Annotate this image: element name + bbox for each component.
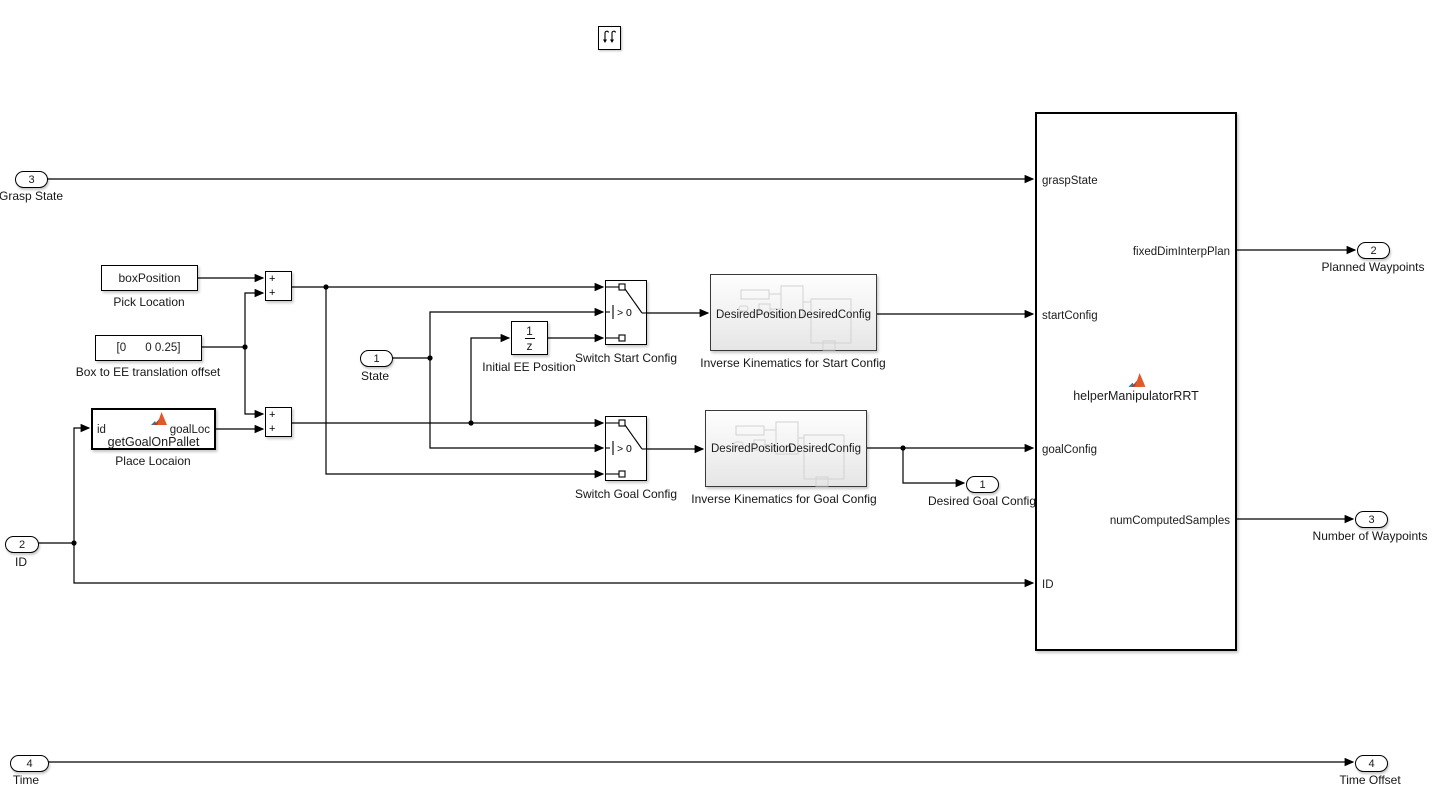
- sum-plus-sign: +: [269, 409, 276, 421]
- pick-location-value: boxPosition: [118, 271, 181, 285]
- get-goal-function-name: getGoalOnPallet: [107, 435, 200, 449]
- outport-time-offset-label: Time Offset: [1339, 773, 1401, 787]
- wire-state-up: [429, 307, 605, 358]
- ik-goal-config-block[interactable]: DesiredPosition DesiredConfig: [705, 410, 867, 487]
- inport-id[interactable]: 2: [5, 536, 39, 553]
- outport-desired-goal-config[interactable]: 1: [966, 476, 999, 493]
- function-call-icon: [603, 30, 617, 43]
- helper-manipulator-rrt-block[interactable]: graspState startConfig goalConfig ID fix…: [1035, 112, 1237, 651]
- inport-id-label: ID: [15, 555, 27, 569]
- pick-location-block[interactable]: boxPosition: [101, 265, 198, 291]
- junction-dot: [71, 540, 77, 546]
- ik-start-in-port: DesiredPosition: [716, 309, 797, 321]
- planner-port-graspState: graspState: [1042, 175, 1098, 187]
- sum-plus-sign: +: [269, 423, 276, 435]
- unit-delay-numerator: 1: [526, 323, 533, 338]
- event-trigger-block[interactable]: [598, 26, 621, 50]
- sum-start-block[interactable]: + +: [265, 271, 292, 301]
- switch-start-config-label: Switch Start Config: [574, 351, 678, 365]
- junction-dot: [242, 344, 248, 350]
- fraction-bar: [524, 337, 535, 339]
- sum-plus-sign: +: [269, 287, 276, 299]
- get-goal-on-pallet-block[interactable]: id goalLoc getGoalOnPallet: [91, 408, 216, 450]
- inport-time-num: 4: [26, 757, 33, 770]
- wire-id-up: [73, 423, 91, 543]
- switch-glyph: > 0: [606, 283, 646, 342]
- outport-planned-waypoints-label: Planned Waypoints: [1321, 260, 1425, 274]
- ik-start-out-port: DesiredConfig: [798, 309, 871, 321]
- ik-start-config-block[interactable]: DesiredPosition DesiredConfig: [710, 274, 877, 351]
- wire-offset-to-sum2: [244, 347, 265, 419]
- switch-goal-config-label: Switch Goal Config: [574, 487, 678, 501]
- ik-start-config-label: Inverse Kinematics for Start Config: [700, 356, 886, 370]
- outport-planned-waypoints-num: 2: [1370, 244, 1377, 257]
- switch-start-config-block[interactable]: > 0: [605, 280, 647, 345]
- inport-state-num: 1: [373, 352, 380, 365]
- outport-number-of-waypoints-label: Number of Waypoints: [1312, 529, 1428, 543]
- unit-delay-fraction: 1 z: [524, 323, 535, 353]
- outport-desired-goal-config-label: Desired Goal Config: [927, 494, 1037, 508]
- wire-sum1-to-switchgoal: [325, 287, 605, 479]
- sum-goal-block[interactable]: + +: [265, 407, 292, 437]
- wire-state-down: [429, 358, 605, 453]
- inport-time-label: Time: [12, 773, 40, 787]
- box-offset-label: Box to EE translation offset: [75, 365, 221, 379]
- inport-grasp-state[interactable]: 3: [15, 171, 48, 188]
- get-goal-out-port: goalLoc: [169, 424, 210, 436]
- outport-number-of-waypoints-num: 3: [1368, 513, 1375, 526]
- planner-port-fixedDimInterpPlan: fixedDimInterpPlan: [1132, 246, 1230, 258]
- junction-dot: [900, 445, 906, 451]
- get-goal-label: Place Locaion: [115, 454, 191, 468]
- matlab-logo-icon: [1128, 373, 1146, 387]
- wire-sum2-to-delay: [470, 333, 511, 423]
- switch-glyph: > 0: [606, 419, 646, 478]
- inport-grasp-state-label: Grasp State: [0, 189, 64, 203]
- ik-goal-config-label: Inverse Kinematics for Goal Config: [691, 492, 877, 506]
- ik-goal-out-port: DesiredConfig: [788, 443, 861, 455]
- inport-state[interactable]: 1: [360, 350, 393, 367]
- planner-port-ID: ID: [1042, 579, 1054, 591]
- sum-plus-sign: +: [269, 273, 276, 285]
- wire-offset-to-sum1: [202, 288, 265, 348]
- unit-delay-block[interactable]: 1 z: [511, 321, 548, 355]
- pick-location-label: Pick Location: [113, 295, 185, 309]
- outport-number-of-waypoints[interactable]: 3: [1355, 511, 1388, 528]
- inport-id-num: 2: [18, 538, 26, 551]
- box-offset-value: [0 0 0.25]: [116, 342, 181, 354]
- outport-planned-waypoints[interactable]: 2: [1357, 242, 1390, 259]
- wire-id-down: [73, 543, 1035, 588]
- matlab-logo-icon: [151, 412, 167, 425]
- ik-goal-in-port: DesiredPosition: [711, 443, 792, 455]
- box-offset-block[interactable]: [0 0 0.25]: [95, 335, 202, 361]
- planner-port-startConfig: startConfig: [1042, 310, 1098, 322]
- subsystem-preview: [738, 285, 852, 351]
- inport-grasp-state-num: 3: [28, 173, 35, 186]
- junction-dot: [427, 355, 433, 361]
- unit-delay-label: Initial EE Position: [482, 360, 576, 374]
- get-goal-in-port: id: [97, 424, 106, 436]
- outport-time-offset[interactable]: 4: [1355, 755, 1388, 772]
- unit-delay-denominator: z: [526, 338, 533, 353]
- planner-name: helperManipulatorRRT: [1073, 389, 1199, 403]
- switch-goal-config-block[interactable]: > 0: [605, 416, 647, 481]
- planner-port-goalConfig: goalConfig: [1042, 444, 1097, 456]
- wire-ikgoal-to-outport: [902, 448, 966, 488]
- subsystem-preview: [733, 421, 845, 487]
- planner-port-numComputedSamples: numComputedSamples: [1109, 515, 1230, 527]
- outport-desired-goal-config-num: 1: [979, 478, 986, 491]
- junction-dot: [323, 284, 329, 290]
- inport-state-label: State: [360, 369, 390, 383]
- switch-criteria: > 0: [617, 307, 632, 319]
- outport-time-offset-num: 4: [1368, 757, 1375, 770]
- switch-criteria: > 0: [617, 443, 632, 455]
- junction-dot: [468, 420, 474, 426]
- inport-time[interactable]: 4: [10, 755, 49, 772]
